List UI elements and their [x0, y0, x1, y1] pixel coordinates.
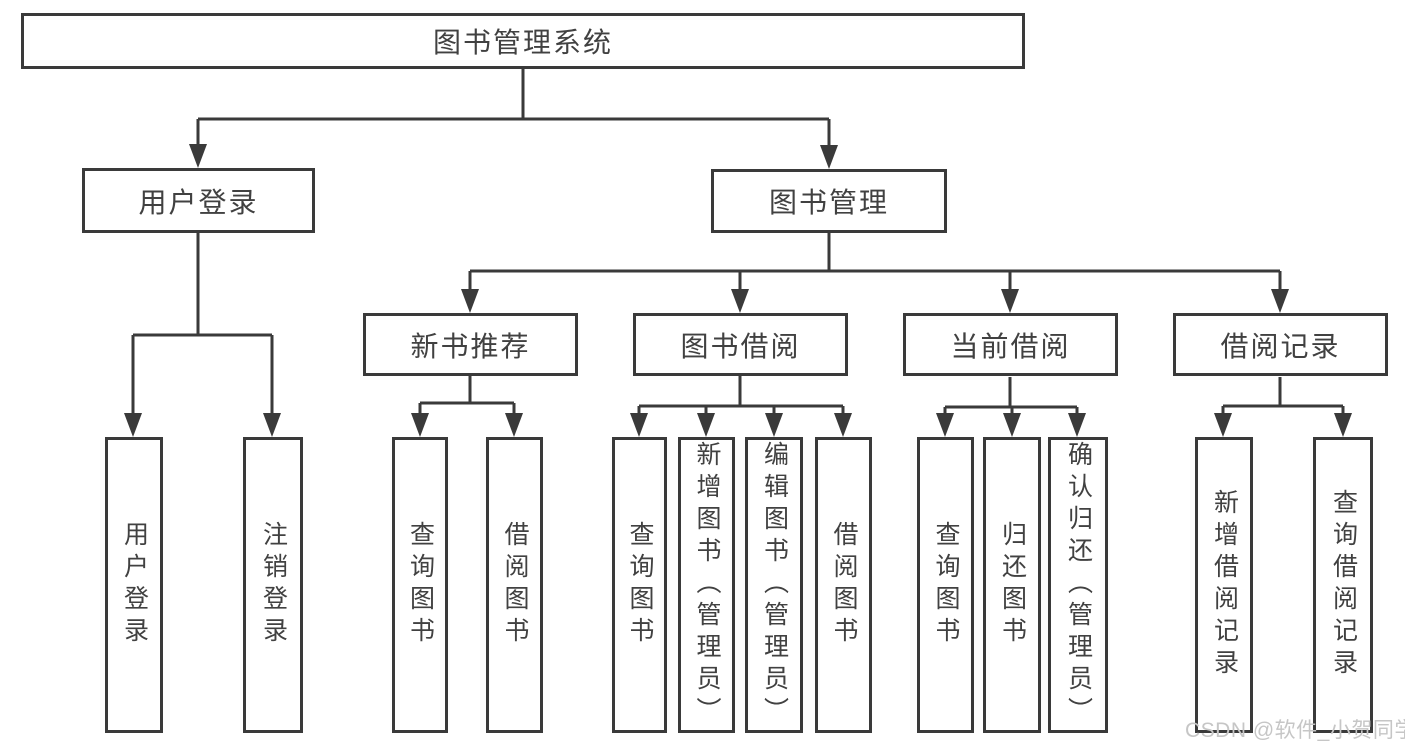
node-user-login-label: 用户登录	[138, 186, 259, 218]
node-new-book-recommend: 新书推荐	[363, 313, 578, 376]
leaf-query-borrow-record-label: 查询借阅记录	[1329, 489, 1358, 681]
leaf-return-books: 归还图书	[983, 437, 1041, 733]
leaf-user-login: 用户登录	[105, 437, 163, 733]
node-system-root-label: 图书管理系统	[432, 27, 613, 58]
leaf-edit-books-admin-label: 编辑图书（管理员）	[760, 441, 789, 729]
leaf-recommend-borrow-books: 借阅图书	[486, 437, 543, 733]
node-current-borrow: 当前借阅	[903, 313, 1118, 376]
leaf-confirm-return-admin-label: 确认归还（管理员）	[1064, 441, 1093, 729]
leaf-user-login-label: 用户登录	[120, 521, 149, 649]
leaf-borrow-query-books: 查询图书	[612, 437, 667, 733]
leaf-logout: 注销登录	[243, 437, 303, 733]
csdn-watermark: CSDN @软件_小贺同学	[1185, 719, 1405, 742]
node-user-login: 用户登录	[82, 168, 315, 233]
node-borrow-records: 借阅记录	[1173, 313, 1388, 376]
leaf-borrow-books: 借阅图书	[815, 437, 872, 733]
node-current-borrow-label: 当前借阅	[950, 330, 1071, 362]
arrowheads	[124, 144, 1352, 437]
node-book-management: 图书管理	[711, 169, 947, 233]
leaf-query-borrow-record: 查询借阅记录	[1313, 437, 1373, 733]
leaf-current-query-books-label: 查询图书	[932, 521, 960, 649]
node-new-book-recommend-label: 新书推荐	[410, 330, 531, 362]
tree-edges	[131, 69, 1345, 433]
leaf-confirm-return-admin: 确认归还（管理员）	[1048, 437, 1108, 733]
leaf-edit-books-admin: 编辑图书（管理员）	[745, 437, 803, 733]
node-book-management-label: 图书管理	[768, 187, 889, 218]
node-book-borrow-label: 图书借阅	[680, 330, 801, 362]
leaf-return-books-label: 归还图书	[998, 521, 1027, 649]
node-system-root: 图书管理系统	[21, 13, 1025, 69]
leaf-borrow-books-label: 借阅图书	[830, 521, 858, 649]
leaf-add-books-admin: 新增图书（管理员）	[678, 437, 735, 733]
leaf-add-books-admin-label: 新增图书（管理员）	[693, 441, 721, 729]
leaf-recommend-borrow-books-label: 借阅图书	[501, 521, 529, 649]
leaf-logout-label: 注销登录	[259, 521, 288, 649]
leaf-recommend-query-books-label: 查询图书	[406, 521, 435, 649]
leaf-add-borrow-record-label: 新增借阅记录	[1210, 489, 1239, 681]
leaf-borrow-query-books-label: 查询图书	[626, 521, 654, 649]
node-book-borrow: 图书借阅	[633, 313, 848, 376]
leaf-recommend-query-books: 查询图书	[392, 437, 448, 733]
leaf-current-query-books: 查询图书	[917, 437, 974, 733]
leaf-add-borrow-record: 新增借阅记录	[1195, 437, 1253, 733]
node-borrow-records-label: 借阅记录	[1220, 330, 1341, 362]
